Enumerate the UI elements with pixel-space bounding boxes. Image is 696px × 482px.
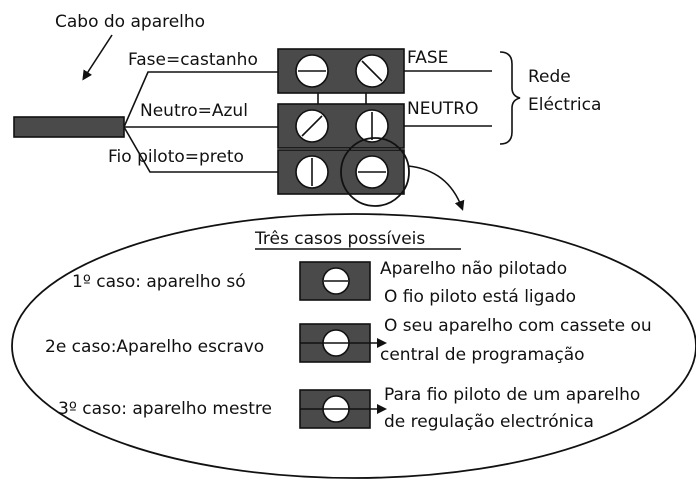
appliance-cable <box>13 116 125 138</box>
case-2-label: 2e caso:Aparelho escravo <box>45 337 264 357</box>
network-label-2: Eléctrica <box>528 95 601 115</box>
case-3-label: 3º caso: aparelho mestre <box>58 399 272 419</box>
cases-ellipse <box>11 213 696 479</box>
case-3-desc-2: de regulação electrónica <box>384 412 594 432</box>
case-1-label: 1º caso: aparelho só <box>72 272 246 292</box>
piloto-wire <box>123 126 278 173</box>
network-brace <box>499 51 521 145</box>
case-3-desc-1: Para fio piloto de um aparelho <box>384 385 640 405</box>
magnifier-circle <box>340 137 410 207</box>
network-label-1: Rede <box>528 67 571 87</box>
neutro-wire-label: Neutro=Azul <box>140 101 248 121</box>
fase-wire <box>123 71 278 128</box>
zoom-arrow <box>407 165 465 211</box>
piloto-wire-label: Fio piloto=preto <box>108 147 244 167</box>
case-2-desc-2: central de programação <box>380 345 585 365</box>
cases-title: Três casos possíveis <box>254 229 425 249</box>
case-2-desc-1: O seu aparelho com cassete ou <box>384 316 652 336</box>
cable-label: Cabo do aparelho <box>55 12 205 32</box>
fase-label: FASE <box>407 48 448 68</box>
cable-arrow <box>82 34 113 81</box>
neutro-label: NEUTRO <box>407 99 478 119</box>
screw-slot <box>301 115 323 137</box>
case-1-desc-2: O fio piloto está ligado <box>384 287 576 307</box>
screw-slot <box>361 60 383 82</box>
case-1-desc-1: Aparelho não pilotado <box>380 259 567 279</box>
fase-wire-label: Fase=castanho <box>128 50 258 70</box>
